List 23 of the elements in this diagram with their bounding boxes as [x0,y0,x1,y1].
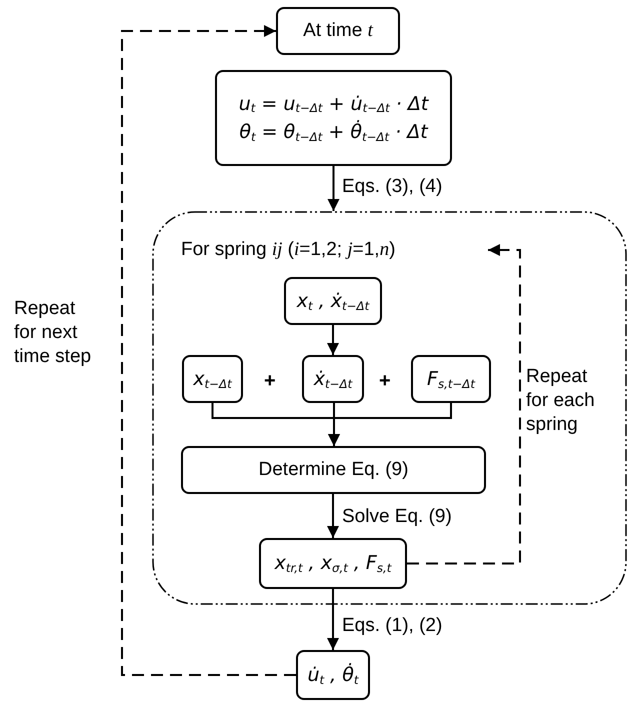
dashed-arrow [407,244,521,564]
plus-sign: + [264,369,276,394]
edge-label: Eqs. (3), (4) [342,175,442,199]
variable-box: F$_{s,t−Δt}$ [411,355,491,403]
plus-sign: + [379,369,391,394]
equation-box: u$_{t}$ = u$_{t−Δt}$ + u̇$_{t−Δt}$ · Δt θ$_{t}$ = θ$_{t−Δt}$ + θ̇$_{t−Δt}$ · Δt [215,70,452,166]
group-heading: For spring ij (i=1,2; j=1,n) [181,236,488,264]
variable-box: u̇$_{t}$ , θ̇$_{t}$ [296,650,370,700]
arrow [328,166,340,211]
variable-box: ẋ$_{t−Δt}$ [302,355,364,403]
process-box: At time t [276,7,400,55]
arrow [327,494,339,538]
edge-label: Solve Eq. (9) [342,505,452,529]
dashed-arrow [121,25,296,676]
process-box: Determine Eq. (9) [181,446,486,494]
variable-box: x$_{t−Δt}$ [182,355,243,403]
variable-box: x$_{t}$ , ẋ$_{t−Δt}$ [284,277,382,325]
arrow [327,589,339,650]
arrow [327,325,339,355]
arrow [328,403,452,446]
variable-box: x$_{tr,t}$ , x$_{σ,t}$ , F$_{s,t}$ [259,538,407,589]
edge-label: Eqs. (1), (2) [342,614,442,638]
loop-group [152,211,627,605]
